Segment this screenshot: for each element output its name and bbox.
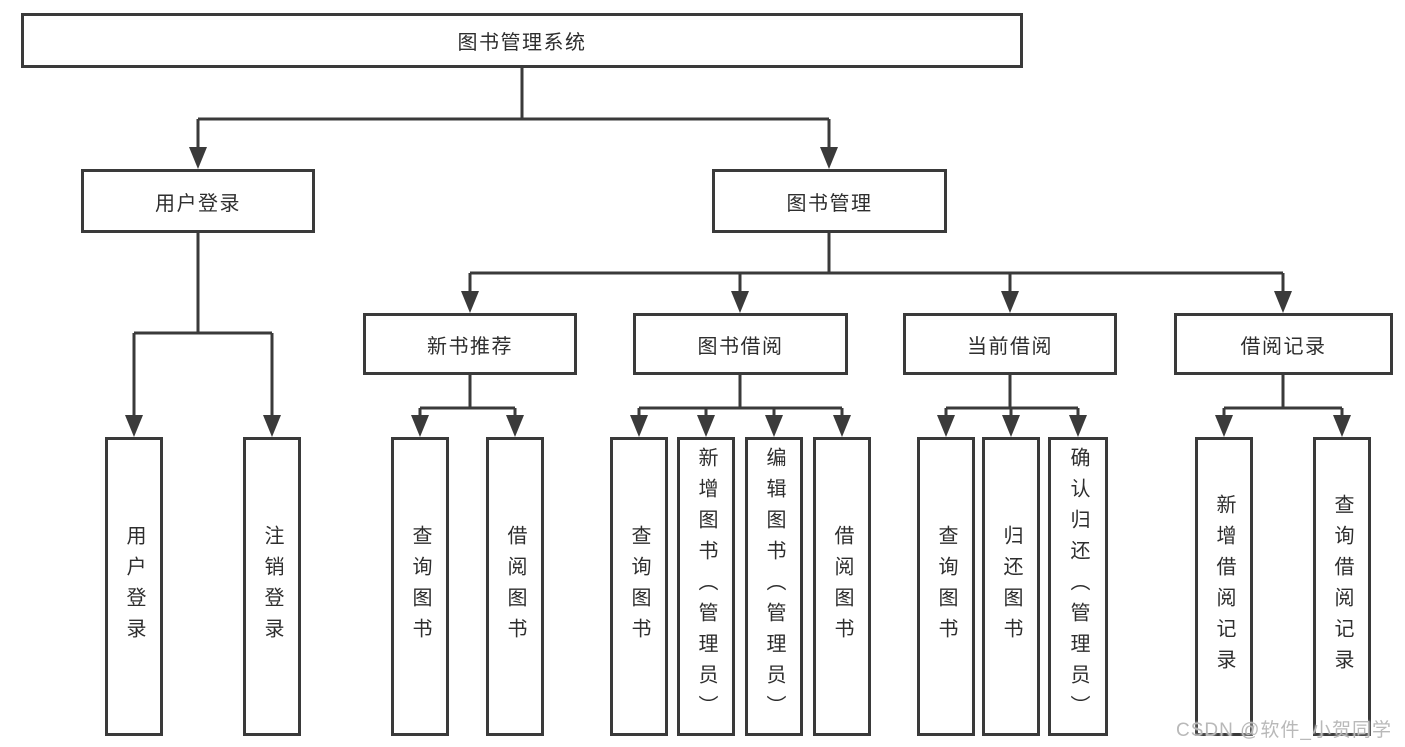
leaf-label: 编辑图书（管理员） (763, 447, 785, 726)
arrowhead-icon (1274, 291, 1292, 313)
arrowhead-icon (263, 415, 281, 437)
branch-borrow-records (1215, 375, 1351, 437)
leaf-borrow-books: 借阅图书 (813, 437, 871, 736)
leaf-newbook-borrow-books: 借阅图书 (486, 437, 544, 736)
leaf-label: 新增图书（管理员） (695, 447, 717, 726)
leaf-confirm-return-admin: 确认归还（管理员） (1048, 437, 1108, 736)
leaf-label: 用户登录 (123, 524, 145, 649)
arrowhead-icon (731, 291, 749, 313)
node-current-borrow: 当前借阅 (903, 313, 1117, 375)
leaf-newbook-query-books: 查询图书 (391, 437, 449, 736)
arrowhead-icon (1001, 291, 1019, 313)
node-root-library-system: 图书管理系统 (21, 13, 1023, 68)
branch-current-borrow (937, 375, 1087, 437)
leaf-label: 查询图书 (935, 524, 957, 649)
arrowhead-icon (820, 147, 838, 169)
leaf-borrow-query-books: 查询图书 (610, 437, 668, 736)
branch-new-book (411, 375, 524, 437)
leaf-label: 借阅图书 (831, 524, 853, 649)
leaf-label: 确认归还（管理员） (1067, 447, 1089, 726)
node-book-borrow: 图书借阅 (633, 313, 848, 375)
arrowhead-icon (630, 415, 648, 437)
arrowhead-icon (833, 415, 851, 437)
leaf-label: 查询借阅记录 (1331, 493, 1353, 680)
leaf-user-login: 用户登录 (105, 437, 163, 736)
branch-book-borrow (630, 375, 851, 437)
node-new-book-recommend: 新书推荐 (363, 313, 577, 375)
arrowhead-icon (1215, 415, 1233, 437)
leaf-current-query-books: 查询图书 (917, 437, 975, 736)
arrowhead-icon (937, 415, 955, 437)
branch-root (189, 68, 838, 169)
leaf-label: 归还图书 (1000, 524, 1022, 649)
node-book-management: 图书管理 (712, 169, 947, 233)
arrowhead-icon (697, 415, 715, 437)
leaf-label: 借阅图书 (504, 524, 526, 649)
branch-user-login (125, 233, 281, 437)
leaf-return-books: 归还图书 (982, 437, 1040, 736)
leaf-add-borrow-record: 新增借阅记录 (1195, 437, 1253, 736)
arrowhead-icon (1002, 415, 1020, 437)
branch-book-management (461, 233, 1292, 313)
arrowhead-icon (765, 415, 783, 437)
leaf-label: 新增借阅记录 (1213, 493, 1235, 680)
leaf-logout: 注销登录 (243, 437, 301, 736)
arrowhead-icon (125, 415, 143, 437)
leaf-edit-books-admin: 编辑图书（管理员） (745, 437, 803, 736)
arrowhead-icon (189, 147, 207, 169)
leaf-add-books-admin: 新增图书（管理员） (677, 437, 735, 736)
arrowhead-icon (461, 291, 479, 313)
arrowhead-icon (506, 415, 524, 437)
leaf-label: 注销登录 (261, 524, 283, 649)
arrowhead-icon (1069, 415, 1087, 437)
csdn-watermark: CSDN @软件_小贺同学 (1176, 720, 1392, 741)
arrowhead-icon (1333, 415, 1351, 437)
leaf-query-borrow-record: 查询借阅记录 (1313, 437, 1371, 736)
node-user-login: 用户登录 (81, 169, 315, 233)
node-borrow-records: 借阅记录 (1174, 313, 1393, 375)
leaf-label: 查询图书 (409, 524, 431, 649)
arrowhead-icon (411, 415, 429, 437)
leaf-label: 查询图书 (628, 524, 650, 649)
